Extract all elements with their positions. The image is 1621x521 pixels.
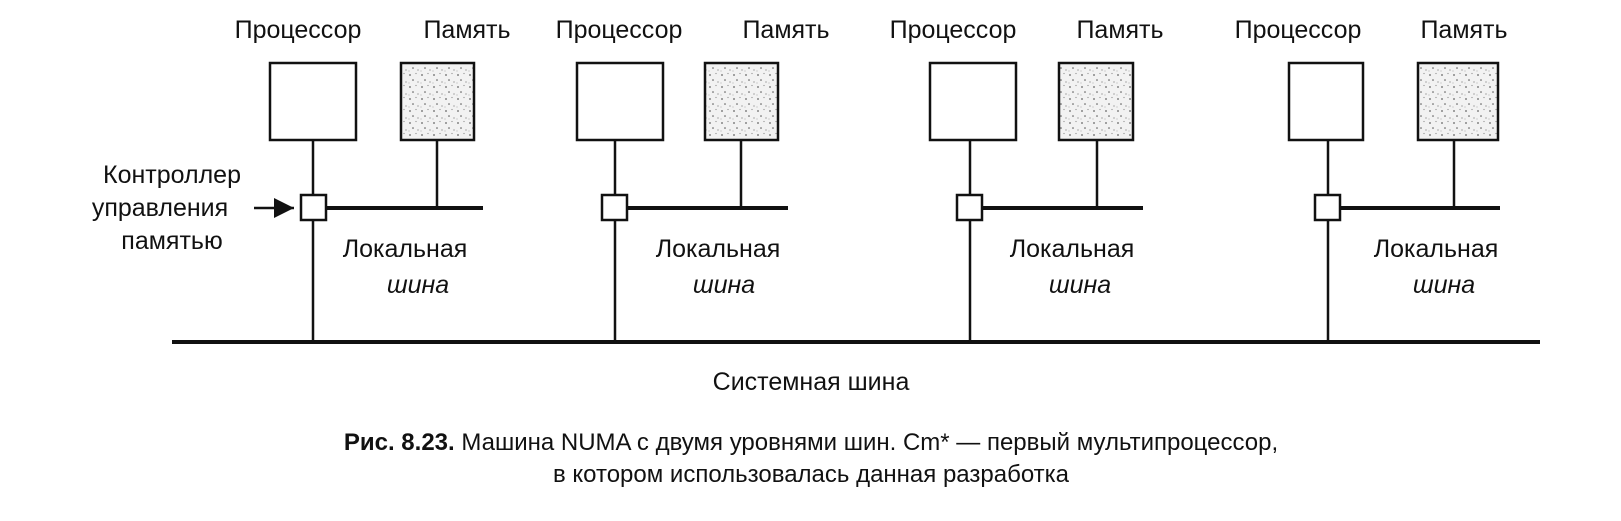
local-bus-label-line2: шина <box>1049 271 1111 299</box>
memory-box <box>703 61 780 142</box>
local-bus-label-line1: Локальная <box>656 235 781 263</box>
controller-label-line3: памятью <box>121 227 222 255</box>
processor-label: Процессор <box>235 16 362 44</box>
numa-node-3: Процессор Память Локальная шина <box>890 16 1164 342</box>
memory-box <box>1057 61 1135 142</box>
processor-box <box>1287 61 1365 142</box>
memory-label: Память <box>1076 16 1163 44</box>
system-bus-label: Системная шина <box>713 368 910 396</box>
local-bus-label-line2: шина <box>387 271 449 299</box>
processor-box <box>928 61 1018 142</box>
figure-caption-line2: в котором использовалась данная разработ… <box>553 461 1070 488</box>
memory-controller-box <box>1313 193 1342 222</box>
numa-node-4: Процессор Память Локальная шина <box>1235 16 1508 342</box>
numa-node-1: Процессор Память Локальная шина <box>235 16 511 342</box>
memory-label: Память <box>423 16 510 44</box>
controller-label-line1: Контроллер <box>103 161 241 189</box>
memory-label: Память <box>742 16 829 44</box>
figure-caption-prefix: Рис. 8.23. <box>344 429 455 456</box>
local-bus-label-line2: шина <box>693 271 755 299</box>
controller-label-line2: управления <box>92 194 228 222</box>
local-bus-label-line2: шина <box>1413 271 1475 299</box>
numa-node-2: Процессор Память Локальная шина <box>556 16 830 342</box>
local-bus-label-line1: Локальная <box>1010 235 1135 263</box>
processor-label: Процессор <box>556 16 683 44</box>
processor-label: Процессор <box>890 16 1017 44</box>
memory-box <box>1416 61 1500 142</box>
processor-box <box>268 61 358 142</box>
memory-controller-box <box>299 193 328 222</box>
figure-caption-text-line1: Машина NUMA с двумя уровнями шин. Cm* — … <box>455 429 1278 456</box>
local-bus-label-line1: Локальная <box>343 235 468 263</box>
figure-caption-line1: Рис. 8.23. Машина NUMA с двумя уровнями … <box>344 429 1278 456</box>
processor-label: Процессор <box>1235 16 1362 44</box>
memory-controller-box <box>955 193 984 222</box>
processor-box <box>575 61 665 142</box>
memory-label: Память <box>1420 16 1507 44</box>
memory-box <box>399 61 476 142</box>
local-bus-label-line1: Локальная <box>1374 235 1499 263</box>
memory-controller-box <box>600 193 629 222</box>
